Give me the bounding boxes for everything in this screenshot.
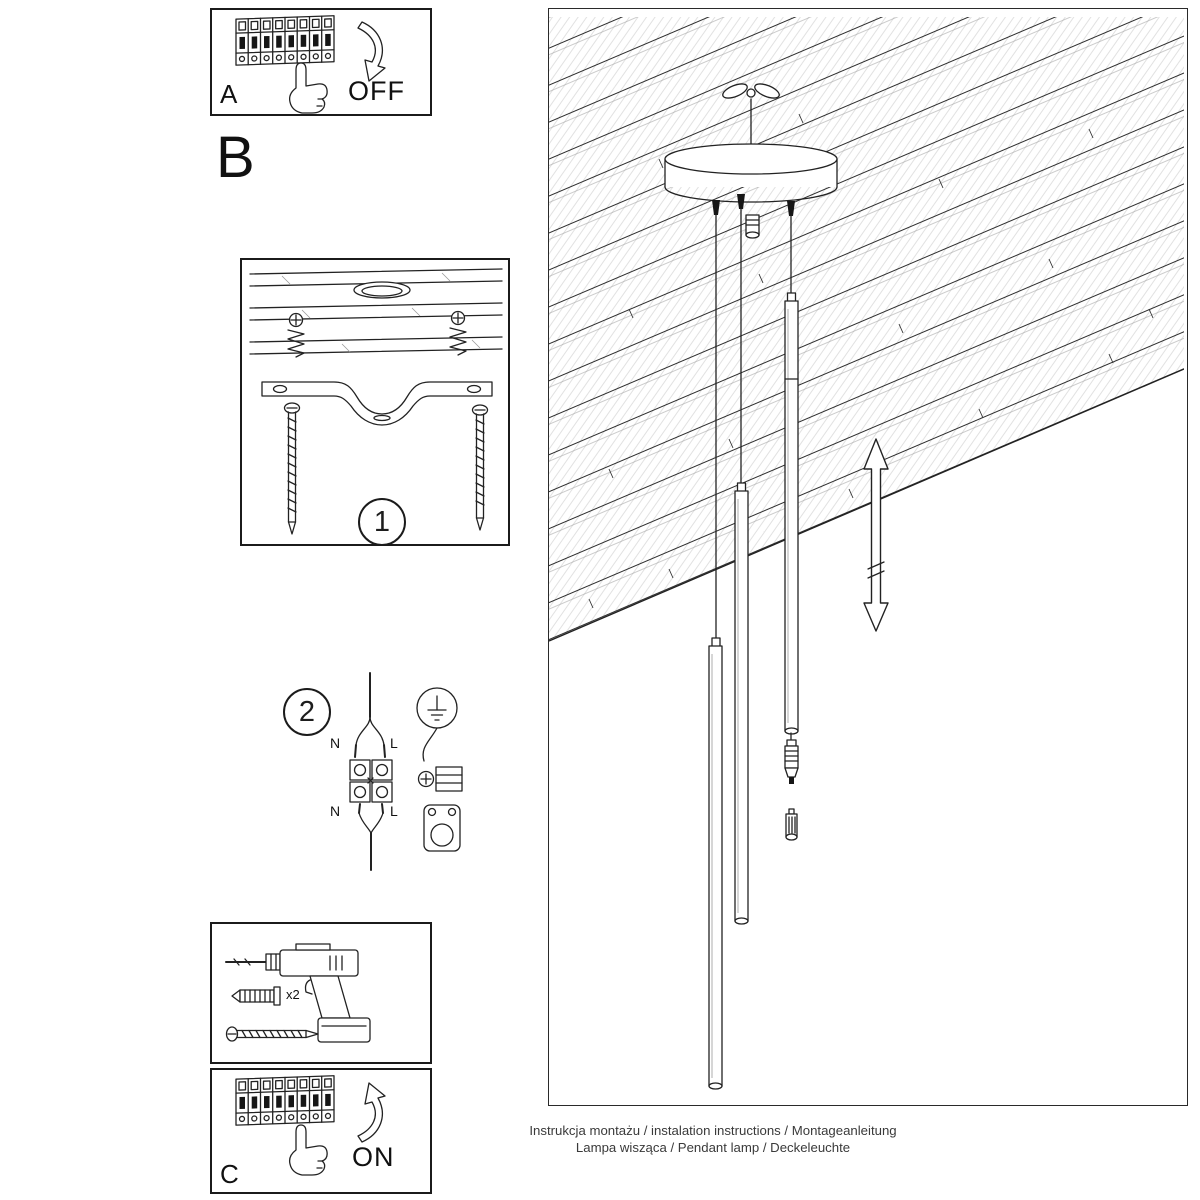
caption-line-2: Lampa wisząca / Pendant lamp / Deckeleuc… xyxy=(575,1140,851,1155)
breaker-panel-icon xyxy=(235,1075,335,1126)
step-2-number-badge: 2 xyxy=(283,688,331,736)
wiring-illustration xyxy=(349,672,463,871)
supply-cable-icon xyxy=(354,672,386,758)
terminal-block-icon xyxy=(349,759,393,803)
off-label: OFF xyxy=(348,76,405,106)
caption-block: Instrukcja montażu / instalation instruc… xyxy=(498,1122,928,1156)
end-cap-icon xyxy=(785,808,798,841)
step-2-number: 2 xyxy=(298,695,316,728)
neutral-label-bottom: N xyxy=(330,803,341,819)
threaded-connector-icon xyxy=(784,732,799,784)
height-adjust-arrow-icon xyxy=(863,438,889,632)
spring-screw-icon xyxy=(449,310,467,356)
hand-icon xyxy=(288,1124,328,1176)
drill-icon xyxy=(225,943,371,1043)
ceiling-planks-icon xyxy=(249,268,503,355)
ground-wire-icon xyxy=(422,727,438,762)
screw-terminal-icon xyxy=(417,766,463,792)
rotate-on-arrow-icon xyxy=(357,1082,386,1143)
live-label-top: L xyxy=(390,735,398,751)
screw-icon xyxy=(225,1026,319,1042)
lamp-cable-icon xyxy=(358,803,384,871)
suspension-cords-icon xyxy=(715,208,792,647)
canopy-icon xyxy=(664,143,838,203)
ceiling-bracket-icon xyxy=(261,381,493,426)
ground-symbol-icon xyxy=(416,687,458,729)
step-1-number: 1 xyxy=(373,505,391,538)
pendant-tube-middle-icon xyxy=(734,482,749,925)
spring-clip-icon xyxy=(722,83,780,146)
section-b-label: B xyxy=(216,125,255,190)
step-2-panel: 2 N L N L xyxy=(270,665,480,890)
step-1-panel: 1 xyxy=(240,258,510,546)
step-a-panel: A OFF xyxy=(210,8,432,116)
hand-icon xyxy=(288,62,328,114)
wall-plug-icon xyxy=(231,986,281,1006)
plug-quantity-label: x2 xyxy=(286,987,300,1002)
rotate-off-arrow-icon xyxy=(357,21,386,82)
cable-clamp-icon xyxy=(423,804,461,852)
live-label-bottom: L xyxy=(390,803,398,819)
spring-screw-icon xyxy=(287,312,305,358)
neutral-label-top: N xyxy=(330,735,341,751)
ceiling-plane-icon xyxy=(549,17,1184,642)
power-off-illustration xyxy=(235,15,386,114)
pendant-lamp-illustration xyxy=(549,17,1184,1090)
cord-grips-icon xyxy=(712,194,795,239)
pendant-tube-right-icon xyxy=(784,292,799,735)
power-on-illustration xyxy=(235,1075,386,1176)
bracket-mounting-illustration xyxy=(249,268,503,535)
step-c-panel: C ON xyxy=(210,1068,432,1194)
caption-line-1: Instrukcja montażu / instalation instruc… xyxy=(529,1123,897,1138)
step-1-number-badge: 1 xyxy=(358,498,406,546)
pendant-tube-left-icon xyxy=(708,637,723,1090)
mounting-screw-icon xyxy=(283,402,301,535)
drilling-panel: x2 xyxy=(210,922,432,1064)
pendant-lamp-panel xyxy=(548,8,1188,1106)
mounting-screw-icon xyxy=(471,404,489,531)
on-label: ON xyxy=(352,1142,395,1172)
panel-a-label: A xyxy=(220,79,238,109)
breaker-panel-icon xyxy=(235,15,335,66)
drilling-illustration xyxy=(225,943,371,1043)
panel-c-label: C xyxy=(220,1159,239,1189)
